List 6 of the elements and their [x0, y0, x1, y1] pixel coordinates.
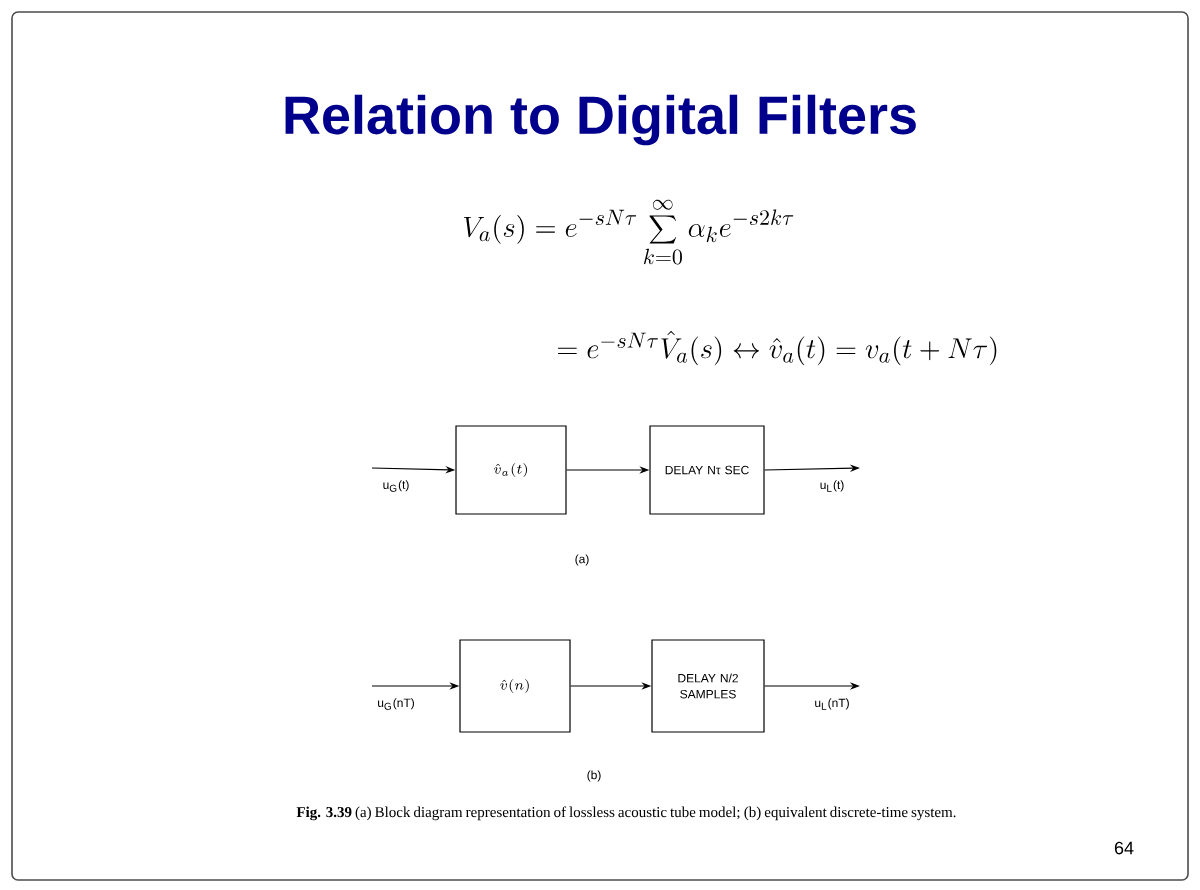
slide-title: Relation to Digital Filters: [285, 94, 916, 146]
process-box: $\hat{v}(n)$: [459, 639, 571, 733]
page-number: 64: [1114, 841, 1134, 855]
equation: $V_a(s) = e^{-sN\tau}\sum_{k=0}^{\infty}\alpha_k e^{-s2k\tau}$: [463, 199, 794, 265]
equation: $= e^{-sN\tau}\hat{V}_a(s) \leftrightarrow \hat{v}_a(t) = v_a(t+N\tau)$: [557, 330, 997, 366]
process-box: $\hat{v}_a(t)$: [455, 425, 567, 515]
